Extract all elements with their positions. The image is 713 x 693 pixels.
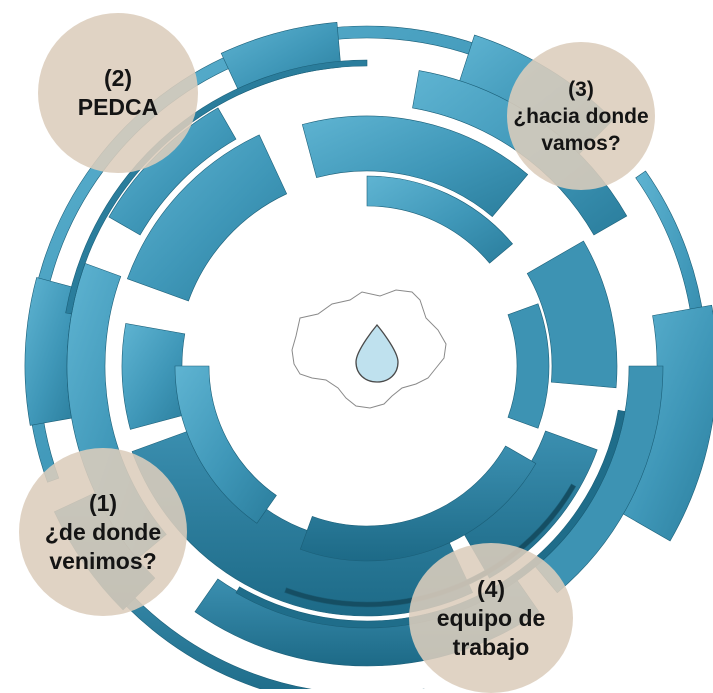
node-number: (4) [476, 575, 506, 602]
outer-block [220, 21, 342, 95]
node-label: vamos? [541, 131, 621, 155]
node-number: (2) [103, 65, 133, 91]
separator-ring [65, 59, 368, 315]
node-de-donde-venimos[interactable]: (1) ¿de donde venimos? [19, 448, 187, 616]
node-hacia-donde-vamos[interactable]: (3) ¿hacia donde vamos? [507, 42, 655, 190]
node-label: ¿hacia donde [513, 104, 649, 128]
inner-core-ring [174, 365, 277, 524]
inner-band [126, 134, 288, 302]
inner-band [526, 240, 618, 389]
node-label: PEDCA [77, 94, 159, 120]
inner-core-ring [366, 175, 513, 264]
node-label: trabajo [452, 633, 530, 660]
node-number: (1) [88, 489, 118, 516]
inner-core-ring [507, 303, 550, 429]
inner-core-ring [299, 445, 537, 562]
node-label: venimos? [49, 547, 157, 574]
node-pedca[interactable]: (2) PEDCA [38, 13, 198, 173]
center-graphic [291, 289, 447, 409]
inner-band [301, 115, 529, 218]
mid-outer-ring [108, 107, 237, 236]
separator-ring [235, 409, 626, 629]
node-label: equipo de [436, 604, 546, 631]
water-drop-icon [355, 323, 399, 383]
node-equipo-de-trabajo[interactable]: (4) equipo de trabajo [409, 543, 573, 693]
node-number: (3) [568, 77, 594, 101]
node-label: ¿de donde [44, 518, 162, 545]
